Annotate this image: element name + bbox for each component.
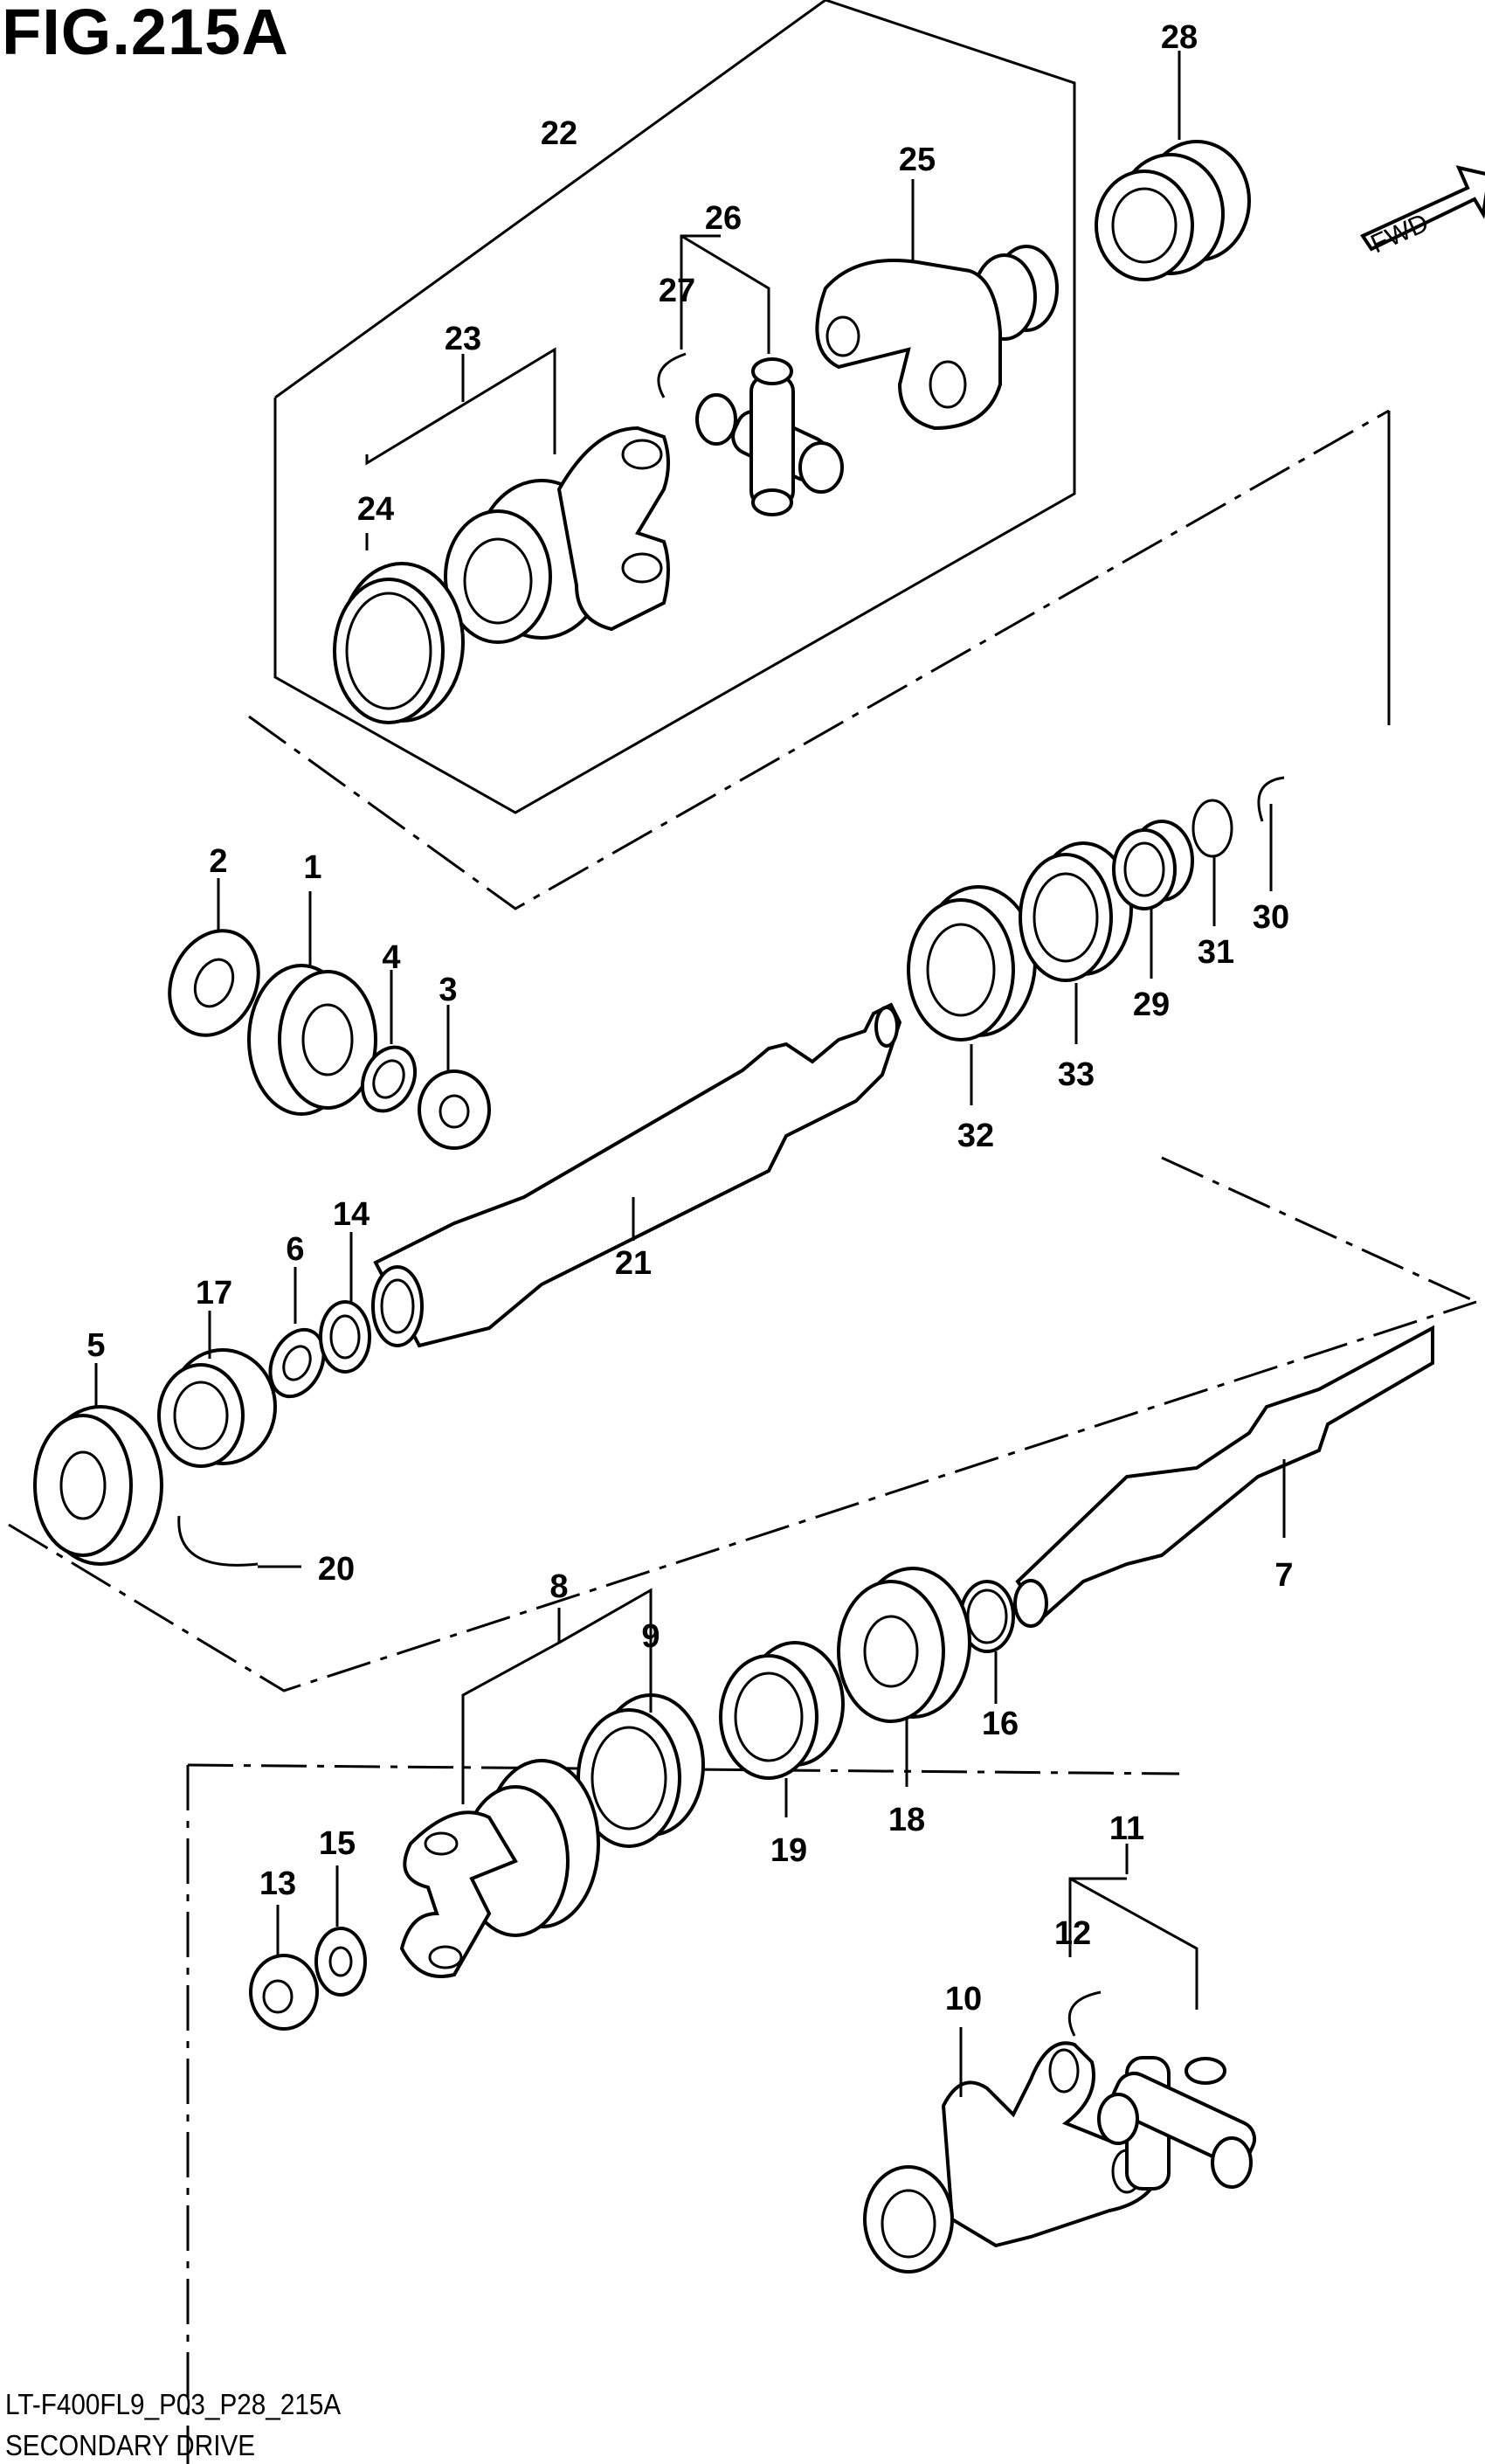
- bracket-26-27: [680, 234, 770, 354]
- part-21-shaft: [371, 1002, 902, 1348]
- callout-8: 8: [549, 1568, 568, 1605]
- bracket-23-24: [365, 347, 556, 466]
- callout-3: 3: [439, 972, 457, 1008]
- callout-31: 31: [1198, 934, 1234, 971]
- group-box-5-20: [8, 1156, 1477, 1692]
- callout-16: 16: [982, 1706, 1019, 1742]
- callout-10: 10: [945, 1981, 982, 2018]
- part-6-washer: [268, 1267, 326, 1399]
- part-4-washer: [360, 970, 418, 1113]
- callout-27: 27: [659, 273, 695, 309]
- callout-9: 9: [641, 1618, 660, 1655]
- callout-20: 20: [318, 1551, 355, 1588]
- part-25-yoke: [815, 179, 1059, 431]
- part-3-nut: [418, 1005, 491, 1150]
- diagram-code: LT-F400FL9_P03_P28_215A: [5, 2388, 342, 2420]
- part-31-circlip: [1191, 799, 1233, 926]
- part-13-nut: [249, 1905, 319, 2031]
- part-1-gear: [247, 891, 377, 1116]
- fwd-arrow-icon: FWD: [1360, 165, 1485, 259]
- part-28-boot: [1095, 51, 1251, 281]
- figure-title: FIG.215A: [2, 0, 289, 68]
- callout-33: 33: [1058, 1056, 1095, 1093]
- callout-32: 32: [957, 1118, 994, 1154]
- callout-25: 25: [899, 142, 936, 178]
- part-9-seal: [577, 1643, 705, 1848]
- part-24-seal: [333, 533, 465, 724]
- callout-24: 24: [357, 491, 394, 528]
- callout-2: 2: [209, 843, 227, 880]
- part-11-spider: [1097, 2056, 1257, 2191]
- callout-15: 15: [319, 1825, 356, 1862]
- part-2-washer: [168, 878, 260, 1037]
- callout-23: 23: [445, 321, 481, 357]
- fwd-label: FWD: [1366, 208, 1433, 259]
- part-27-circlip: [657, 352, 687, 398]
- part-29-spacer: [1112, 820, 1194, 979]
- part-33-seal: [1019, 841, 1133, 1044]
- callout-29: 29: [1133, 986, 1170, 1023]
- part-5-gear: [33, 1363, 163, 1566]
- callout-11: 11: [1109, 1810, 1144, 1847]
- group-box-22: [248, 0, 1391, 910]
- part-12-circlip: [1067, 1990, 1102, 2037]
- group-box-lower: [186, 1763, 1180, 2464]
- callout-22: 22: [541, 115, 577, 152]
- callout-30: 30: [1253, 899, 1289, 936]
- part-17-bearing: [157, 1311, 277, 1468]
- callout-5: 5: [86, 1327, 105, 1364]
- part-15-washer: [314, 1865, 367, 1997]
- part-30-ring: [1257, 776, 1285, 891]
- part-20-circlip: [177, 1515, 301, 1568]
- part-7-shaft: [1013, 1325, 1434, 1628]
- callout-17: 17: [196, 1275, 232, 1312]
- callout-18: 18: [888, 1802, 925, 1838]
- callout-labels: 1 2 3 4 5 6 7 8 9 10 11 12 13 14 15 16 1…: [86, 19, 1293, 2018]
- callout-21: 21: [615, 1245, 652, 1282]
- callout-7: 7: [1274, 1557, 1293, 1594]
- callout-26: 26: [705, 200, 742, 237]
- diagram-name: SECONDARY DRIVE: [5, 2429, 256, 2461]
- callout-6: 6: [286, 1231, 304, 1268]
- part-26-spider: [695, 357, 844, 516]
- part-18-bearing: [837, 1567, 971, 1787]
- part-23-yoke: [444, 426, 670, 644]
- callout-13: 13: [259, 1865, 296, 1902]
- callout-19: 19: [770, 1832, 807, 1869]
- part-8-yoke: [399, 1759, 600, 1978]
- bracket-8-9: [461, 1588, 653, 1804]
- part-14-collar: [319, 1232, 371, 1374]
- callout-1: 1: [303, 849, 321, 886]
- callout-12: 12: [1054, 1915, 1091, 1952]
- callout-4: 4: [382, 939, 400, 976]
- callout-14: 14: [333, 1196, 370, 1233]
- part-19-seal: [719, 1641, 845, 1817]
- bracket-11-12: [1068, 1844, 1198, 2010]
- part-10-yoke: [863, 2027, 1164, 2274]
- callout-28: 28: [1161, 19, 1198, 56]
- part-32-bearing: [907, 885, 1037, 1105]
